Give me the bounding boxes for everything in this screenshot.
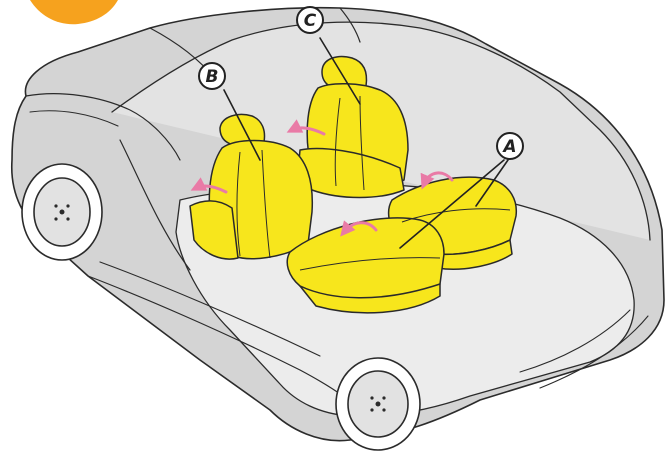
callout-b: B bbox=[199, 63, 225, 89]
front-wheel bbox=[22, 164, 102, 260]
callout-b-label: B bbox=[206, 67, 219, 87]
corner-badge bbox=[30, 0, 118, 24]
callout-c-label: C bbox=[304, 11, 317, 31]
callout-c: C bbox=[297, 7, 323, 33]
callout-a: A bbox=[497, 133, 523, 159]
rear-wheel bbox=[336, 358, 420, 450]
callout-a-label: A bbox=[501, 137, 516, 157]
